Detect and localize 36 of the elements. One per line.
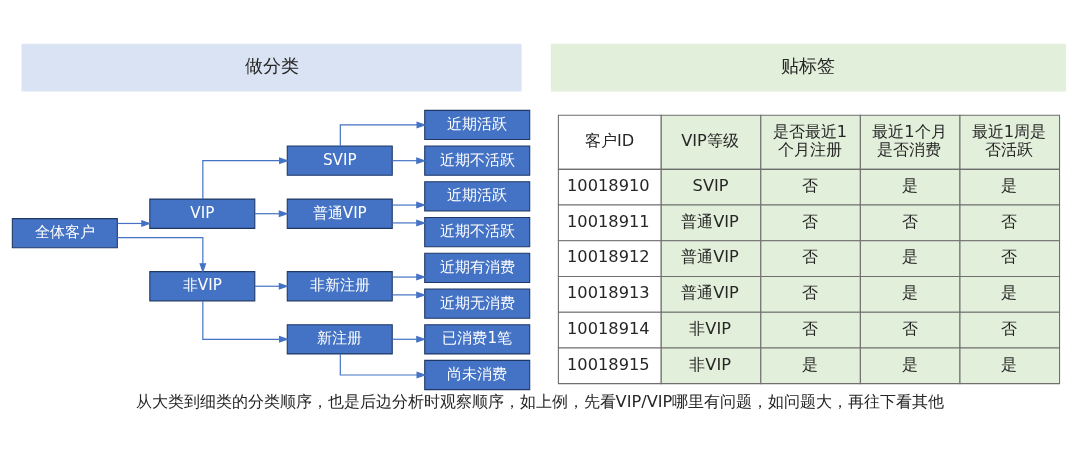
caption: 从大类到细类的分类顺序，也是后边分析时观察顺序，如上例，先看VIP/VIP哪里有问题，如问题大，再往下看其他 xyxy=(135,391,945,411)
label: 否 xyxy=(901,318,918,338)
label: VIP等级 xyxy=(681,131,739,151)
label: 普通VIP xyxy=(681,211,739,231)
label: 否 xyxy=(801,211,818,231)
label: SVIP xyxy=(692,175,729,195)
label: 客户ID xyxy=(584,131,635,151)
label: 10018911 xyxy=(567,211,650,231)
label: 是 xyxy=(1001,354,1018,374)
label: 是 xyxy=(901,247,918,267)
label: 否 xyxy=(901,211,918,231)
label: 最近1个月是否消费 xyxy=(872,121,947,160)
label: 是 xyxy=(901,354,918,374)
label: 普通VIP xyxy=(681,247,739,267)
label: 10018912 xyxy=(567,247,650,267)
label: 10018914 xyxy=(567,318,650,338)
label: 是 xyxy=(1001,175,1018,195)
label: 最近1周是否活跃 xyxy=(971,121,1047,160)
label: 是 xyxy=(901,175,918,195)
label: 普通VIP xyxy=(681,283,739,303)
label: 是 xyxy=(901,283,918,303)
label: 否 xyxy=(801,318,818,338)
label: 否 xyxy=(1001,211,1018,231)
label: 10018915 xyxy=(567,354,650,374)
label: 非VIP xyxy=(689,354,732,374)
label: 否 xyxy=(801,283,818,303)
label: 是否最近1个月注册 xyxy=(772,121,848,160)
label: 10018910 xyxy=(567,175,650,195)
label: 否 xyxy=(1001,247,1018,267)
label: 否 xyxy=(801,175,818,195)
label: 是 xyxy=(801,354,818,374)
label: 是 xyxy=(1001,283,1018,303)
label: 非VIP xyxy=(689,318,732,338)
label: 否 xyxy=(801,247,818,267)
label: 10018913 xyxy=(567,283,650,303)
label: 否 xyxy=(1001,318,1018,338)
